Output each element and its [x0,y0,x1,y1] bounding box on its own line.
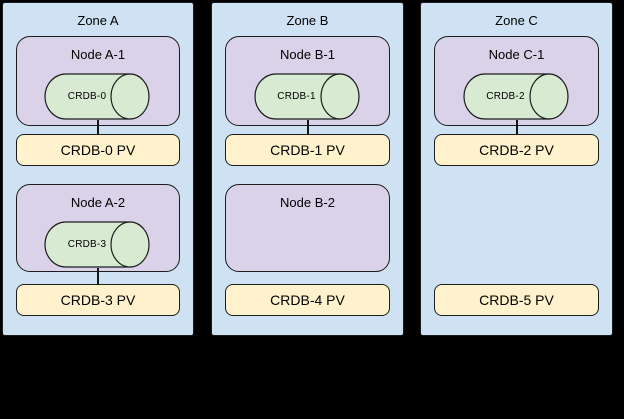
zone-title: Zone C [495,13,538,28]
cylinder-icon [44,73,150,120]
node-title: Node B-2 [280,195,335,210]
node-title: Node C-1 [488,47,545,62]
pv-box: CRDB-3 PV [16,284,180,316]
crdb-pod-cylinder: CRDB-3 [44,221,151,268]
pv-box-unattached: CRDB-5 PV [434,284,599,316]
crdb-pod-cylinder: CRDB-2 [462,73,570,120]
pv-box-unattached: CRDB-4 PV [225,284,390,316]
node-box-b1: Node B-1 CRDB-1 [225,36,390,126]
node-box-a1: Node A-1 CRDB-0 [16,36,180,126]
cylinder-icon [462,73,569,120]
pv-box: CRDB-1 PV [225,134,390,166]
cylinder-icon [44,221,150,268]
zone-title: Zone B [286,13,329,28]
pv-box: CRDB-0 PV [16,134,180,166]
crdb-pod-label: CRDB-0 [67,91,107,102]
cylinder-icon [253,73,360,120]
connector-pod-to-pv [97,120,99,136]
node-box-a2: Node A-2 CRDB-3 [16,184,180,272]
zone-title: Zone A [77,13,119,28]
crdb-pod-label: CRDB-2 [486,91,525,102]
connector-pod-to-pv [515,120,518,136]
crdb-pod-cylinder: CRDB-1 [253,73,361,120]
zone-c-container: Zone C Node C-1 CRDB-2 CRDB-2 PV CRDB-5 … [420,2,613,336]
crdb-pod-label: CRDB-1 [277,91,316,102]
node-title: Node A-1 [70,47,126,62]
connector-pod-to-pv [97,268,99,286]
connector-pod-to-pv [306,120,309,136]
node-title: Node B-1 [280,47,335,62]
node-box-b2-empty: Node B-2 [225,184,390,272]
zone-b-container: Zone B Node B-1 CRDB-1 CRDB-1 PV Node B-… [211,2,404,336]
node-title: Node A-2 [70,195,126,210]
zone-a-container: Zone A Node A-1 CRDB-0 CRDB-0 PV Node A-… [2,2,194,336]
node-box-c1: Node C-1 CRDB-2 [434,36,599,126]
pv-box: CRDB-2 PV [434,134,599,166]
crdb-pod-cylinder: CRDB-0 [44,73,151,120]
crdb-pod-label: CRDB-3 [67,239,107,250]
